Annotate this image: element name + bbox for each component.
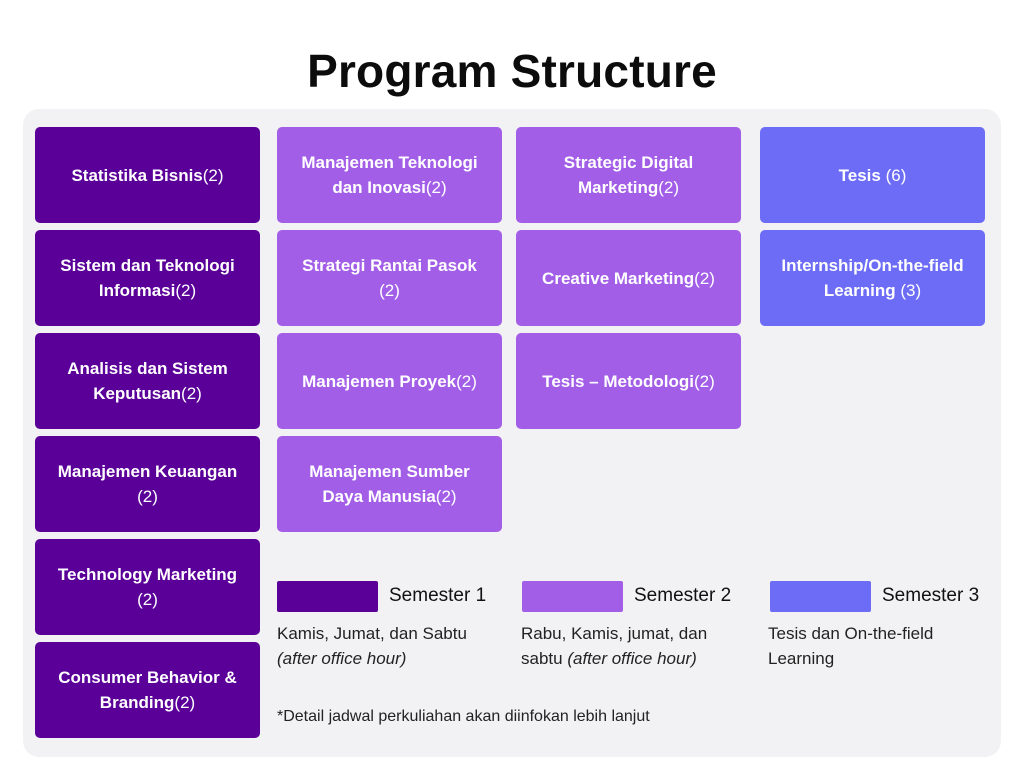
course-strategi-rantai-pasok: Strategi Rantai Pasok (2) <box>277 230 502 326</box>
course-credits: (2) <box>174 693 196 712</box>
course-name: Sistem dan Teknologi Informasi <box>60 256 235 300</box>
course-name: Tesis – Metodologi <box>542 371 694 391</box>
course-name: Creative Marketing <box>542 268 695 288</box>
legend-desc-italic: (after office hour) <box>567 649 697 668</box>
legend-desc-text: Tesis dan On-the-field Learning <box>768 624 934 668</box>
course-name: Strategi Rantai Pasok <box>302 256 477 275</box>
legend-label-semester-2: Semester 2 <box>634 585 732 606</box>
course-name: Statistika Bisnis <box>71 165 203 185</box>
course-sistem-teknologi-informasi: Sistem dan Teknologi Informasi(2) <box>35 230 260 326</box>
course-technology-marketing: Technology Marketing (2) <box>35 539 260 635</box>
course-strategic-digital-marketing: Strategic Digital Marketing(2) <box>516 127 741 223</box>
course-credits: (2) <box>456 371 477 391</box>
course-credits: (2) <box>658 178 680 197</box>
course-statistika-bisnis: Statistika Bisnis(2) <box>35 127 260 223</box>
course-name: Consumer Behavior & Branding <box>58 668 237 712</box>
course-tesis: Tesis (6) <box>760 127 985 223</box>
page-title: Program Structure <box>307 45 717 97</box>
course-name: Manajemen Teknologi dan Inovasi <box>301 153 478 197</box>
course-manajemen-proyek: Manajemen Proyek(2) <box>277 333 502 429</box>
course-credits: (2) <box>694 268 715 288</box>
course-name: Internship/On-the-field Learning <box>781 256 964 300</box>
legend-swatch-semester-3 <box>770 581 871 612</box>
course-name: Analisis dan Sistem Keputusan <box>67 359 228 403</box>
legend-label-semester-1: Semester 1 <box>389 585 487 606</box>
legend-label-semester-3: Semester 3 <box>882 585 980 606</box>
legend-swatch-semester-2 <box>522 581 623 612</box>
course-credits: (3) <box>900 281 922 300</box>
course-name: Manajemen Proyek <box>302 371 457 391</box>
course-credits: (2) <box>435 487 457 506</box>
legend-desc-text: Kamis, Jumat, dan Sabtu <box>277 624 467 643</box>
legend-swatch-semester-1 <box>277 581 378 612</box>
course-name: Manajemen Sumber Daya Manusia <box>309 462 470 506</box>
course-manajemen-sdm: Manajemen Sumber Daya Manusia(2) <box>277 436 502 532</box>
course-creative-marketing: Creative Marketing(2) <box>516 230 741 326</box>
schedule-note: *Detail jadwal perkuliahan akan diinfoka… <box>277 708 650 725</box>
legend-desc-text: Rabu, Kamis, jumat, dan sabtu <box>521 624 708 668</box>
course-manajemen-keuangan: Manajemen Keuangan (2) <box>35 436 260 532</box>
legend-desc-semester-3: Tesis dan On-the-field Learning <box>768 621 968 671</box>
course-name: Strategic Digital Marketing <box>563 153 694 197</box>
course-name: Tesis <box>838 165 881 185</box>
course-internship: Internship/On-the-field Learning (3) <box>760 230 985 326</box>
course-tesis-metodologi: Tesis – Metodologi(2) <box>516 333 741 429</box>
course-credits: (2) <box>693 371 715 391</box>
course-credits: (2) <box>175 281 197 300</box>
course-credits: (6) <box>885 165 907 185</box>
legend-desc-italic: (after office hour) <box>277 649 407 668</box>
course-name: Manajemen Keuangan <box>57 462 238 481</box>
course-credits: (2) <box>202 165 224 185</box>
course-credits: (2) <box>425 178 447 197</box>
course-credits: (2) <box>137 590 158 609</box>
course-name: Technology Marketing <box>57 565 238 584</box>
course-credits: (2) <box>137 487 158 506</box>
legend-desc-semester-1: Kamis, Jumat, dan Sabtu (after office ho… <box>277 621 517 671</box>
course-analisis-sistem-keputusan: Analisis dan Sistem Keputusan(2) <box>35 333 260 429</box>
course-consumer-behavior-branding: Consumer Behavior & Branding(2) <box>35 642 260 738</box>
legend-desc-semester-2: Rabu, Kamis, jumat, dan sabtu (after off… <box>521 621 751 671</box>
course-manajemen-teknologi-inovasi: Manajemen Teknologi dan Inovasi(2) <box>277 127 502 223</box>
course-credits: (2) <box>379 281 400 300</box>
course-credits: (2) <box>181 384 202 403</box>
